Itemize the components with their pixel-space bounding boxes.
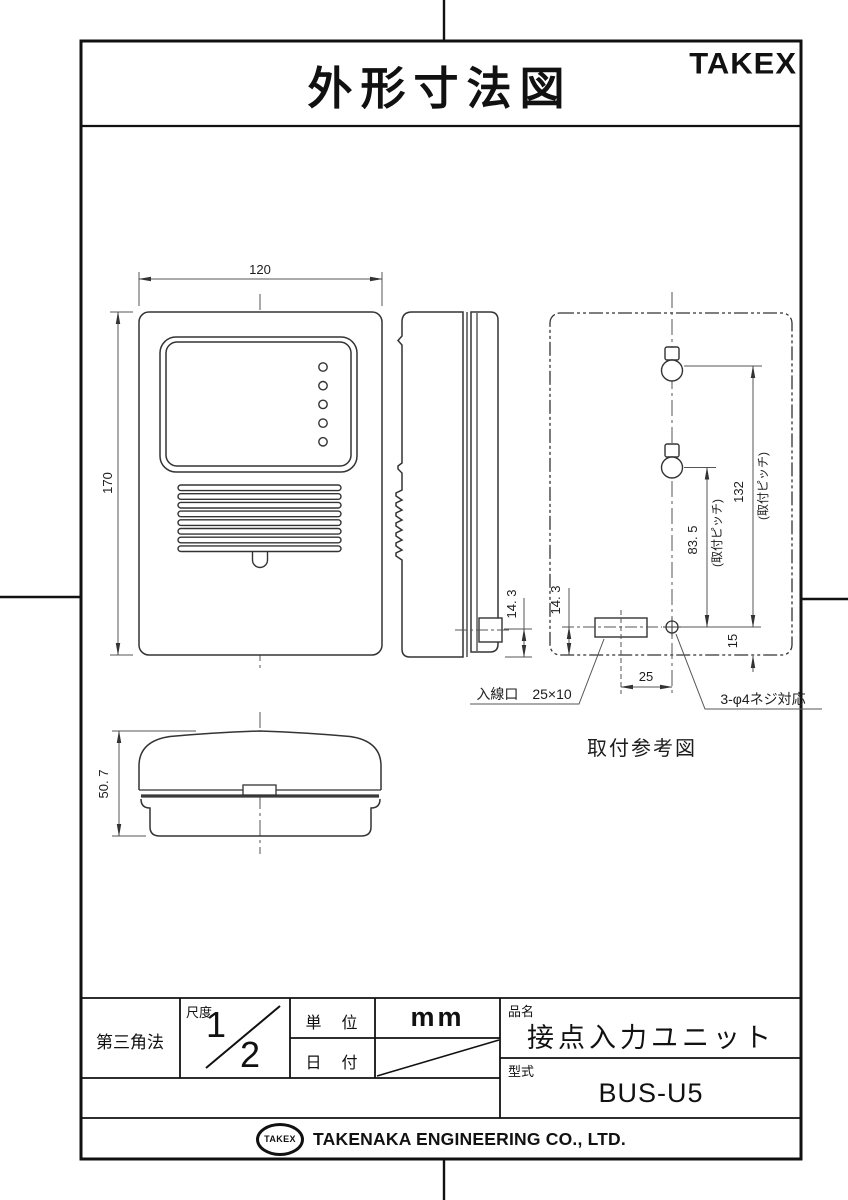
- mount-dim-pitch-long: 132: [731, 481, 746, 503]
- product-name-value: 接点入力ユニット: [527, 1023, 775, 1053]
- mount-keyhole-top: [660, 346, 684, 382]
- mount-pitch-note-short: (取付ピッチ): [710, 499, 724, 567]
- takex-ellipse-logo: TAKEX: [256, 1122, 305, 1156]
- mount-dim-edge: 15: [725, 634, 740, 648]
- side-dim-cable-lines: [504, 598, 532, 658]
- side-cover-outline: [395, 311, 464, 658]
- mount-caption: 取付参考図: [587, 737, 697, 760]
- scale-numerator: 1: [206, 1004, 227, 1045]
- side-view: 14. 3: [395, 311, 532, 658]
- mount-dim-cable: 14. 3: [548, 586, 563, 615]
- brand-logotype: TAKEX: [689, 46, 797, 81]
- unit-label: 単 位: [305, 1015, 360, 1032]
- side-backplate-outline: [470, 311, 499, 653]
- bottom-dim-depth: 50. 7: [96, 770, 111, 799]
- mount-inlet-label: 入線口 25×10: [476, 686, 572, 702]
- mount-pitch-note-long: (取付ピッチ): [756, 452, 770, 520]
- mount-keyhole-middle: [660, 443, 684, 479]
- date-blank-slash: [376, 1039, 500, 1077]
- mount-dim-offset: 25: [639, 669, 653, 684]
- front-dim-width-lines: [138, 272, 383, 306]
- front-speaker-louvers: [177, 484, 342, 553]
- model-label: 型式: [508, 1064, 535, 1079]
- front-dim-width: 120: [249, 262, 271, 277]
- front-view: 120 170: [100, 262, 383, 672]
- mount-screw-leader: [675, 633, 822, 710]
- bottom-view: 50. 7: [96, 712, 382, 854]
- front-dim-height-lines: [110, 311, 133, 656]
- model-value: BUS-U5: [598, 1078, 704, 1108]
- scale-fraction-slash: [205, 1005, 281, 1069]
- scale-label: 尺度: [186, 1005, 213, 1020]
- mount-screw-label: 3-φ4ネジ対応: [720, 691, 805, 707]
- company-name: TAKENAKA ENGINEERING CO., LTD.: [313, 1128, 626, 1149]
- mount-view: 14. 3 83. 5 (取付ピッチ) 132 (取付ピッチ) 15 25: [470, 292, 822, 760]
- titleblock-rules: [81, 997, 801, 1119]
- page-title: 外形寸法図: [307, 63, 573, 114]
- mount-dim-pitch-short: 83. 5: [685, 526, 700, 555]
- front-dim-height: 170: [100, 472, 115, 494]
- projection-method: 第三角法: [96, 1033, 164, 1052]
- bottom-base-outline: [140, 798, 381, 837]
- unit-value: mm: [410, 1002, 465, 1032]
- bottom-dome-outline: [138, 730, 382, 790]
- sheet-border: [79, 39, 803, 1161]
- front-window-inner: [165, 341, 352, 467]
- date-label: 日 付: [305, 1055, 360, 1072]
- bottom-dim-depth-lines: [112, 730, 196, 837]
- mount-extension-lines: [681, 365, 762, 628]
- product-name-label: 品名: [508, 1004, 535, 1019]
- mount-outline-phantom: [549, 312, 793, 656]
- front-screw-tab: [251, 551, 269, 569]
- footer-company-bar: TAKEX TAKENAKA ENGINEERING CO., LTD.: [80, 1118, 802, 1160]
- mount-inlet-leader: [470, 638, 605, 705]
- mount-screw-hole: [663, 618, 681, 636]
- front-led-holes: [318, 362, 328, 447]
- bottom-cable-slot: [242, 784, 277, 796]
- side-dim-cable: 14. 3: [504, 590, 519, 619]
- scale-denominator: 2: [240, 1034, 261, 1075]
